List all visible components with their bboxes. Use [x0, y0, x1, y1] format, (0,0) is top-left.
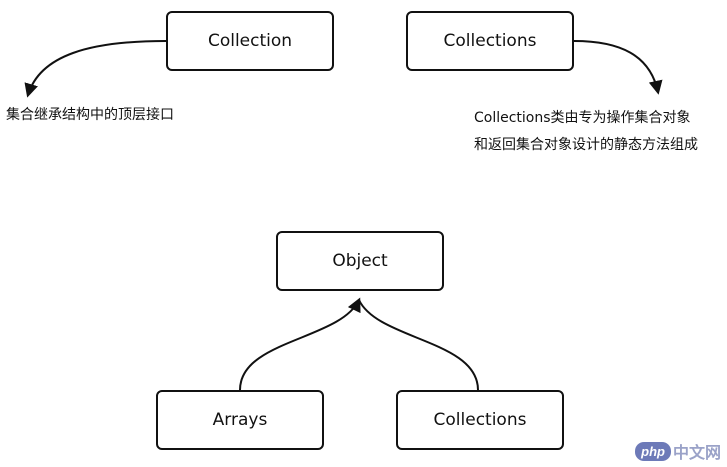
collections-label-top: Collections	[443, 31, 537, 51]
collections-description-line1: Collections类由专为操作集合对象	[474, 110, 691, 126]
arrays-label: Arrays	[212, 410, 268, 430]
php-cn-watermark: php 中文网	[635, 439, 721, 463]
object-box: Object	[276, 231, 444, 291]
arrow-collection-to-note	[24, 40, 167, 98]
collection-label: Collection	[207, 31, 293, 51]
arrays-box: Arrays	[156, 390, 324, 450]
php-badge: php	[635, 441, 671, 461]
collections-box-bottom: Collections	[396, 390, 564, 450]
collection-description: 集合继承结构中的顶层接口	[6, 107, 174, 123]
arrow-arrays-to-object	[239, 297, 361, 391]
collection-box: Collection	[166, 11, 334, 71]
collections-box-top: Collections	[406, 11, 574, 71]
object-label: Object	[332, 251, 388, 271]
watermark-text: 中文网	[672, 445, 721, 462]
collections-description-line2: 和返回集合对象设计的静态方法组成	[474, 137, 698, 153]
arrow-collections-to-note	[573, 40, 663, 95]
arrow-collections-to-object	[358, 299, 479, 391]
collections-label-bottom: Collections	[433, 410, 527, 430]
